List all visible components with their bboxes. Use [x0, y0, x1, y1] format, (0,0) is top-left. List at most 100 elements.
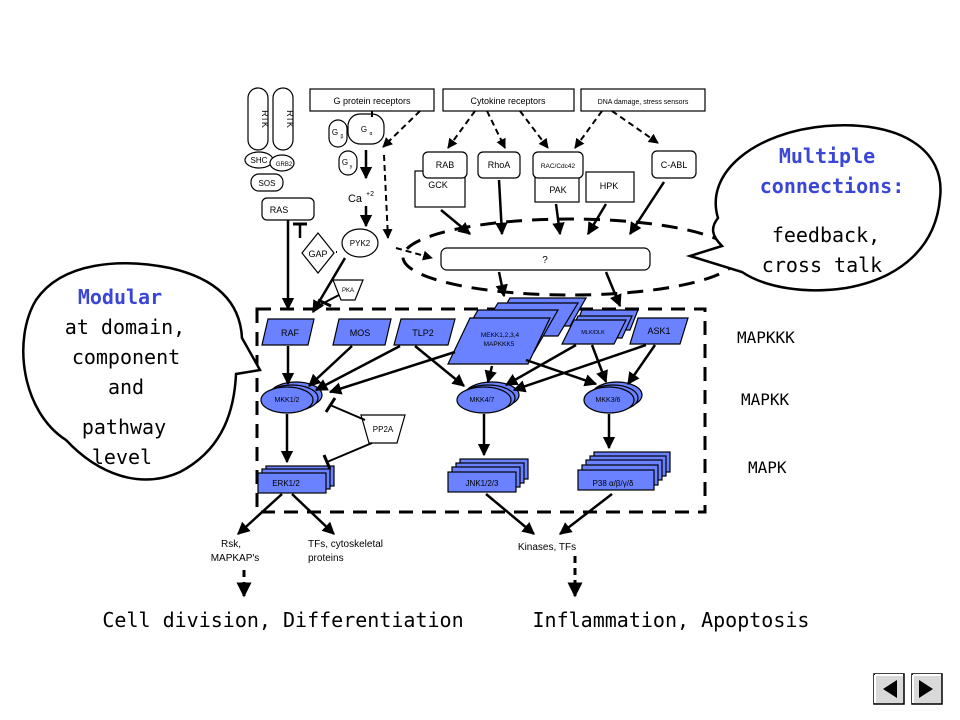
arrow-dna-cabl	[611, 110, 659, 144]
inhibit-pka-raf-bar	[317, 298, 332, 308]
modular-callout: Modular at domain, component and pathway…	[22, 262, 262, 481]
arrow-cabl-unknown	[628, 181, 666, 236]
arrow-cyto-rac	[519, 110, 549, 149]
ask1-label: ASK1	[647, 326, 670, 336]
rtk-receptor-2: RTK	[272, 87, 295, 151]
inhibit-pp2a-mkk12-bar	[324, 397, 337, 413]
inhibit-pp2a-erk	[326, 442, 373, 463]
multiple-connections-callout: Multiple connections: feedback, cross ta…	[685, 124, 942, 292]
arrow-pka-raf	[313, 294, 340, 309]
tier-label-mapk: MAPK	[748, 458, 787, 477]
rab-node: RAB	[422, 151, 468, 179]
multiple-connections-bubble	[685, 124, 942, 292]
mkk3-6-stack: MKK3/6	[583, 381, 643, 414]
mapk-module-box	[255, 307, 707, 514]
pp2a-label: PP2A	[373, 425, 394, 434]
cytokine-receptors-box: Cytokine receptors	[442, 88, 575, 112]
g-protein-receptors-label: G protein receptors	[333, 96, 411, 106]
previous-slide-button[interactable]	[873, 673, 905, 705]
arrow-hpk-unknown	[586, 203, 608, 236]
callout-level: level	[92, 445, 152, 469]
gck-label: GCK	[428, 180, 448, 190]
arrow-mekk-mkk47	[484, 365, 497, 384]
callout-pathway: pathway	[82, 415, 166, 439]
tlp2-label: TLP2	[412, 328, 434, 338]
rtk-label-1: RTK	[260, 110, 270, 128]
raf-kinase: RAF	[261, 318, 315, 346]
dna-damage-label: DNA damage, stress sensors	[598, 99, 689, 106]
tier-label-mapkkk: MAPKKK	[737, 328, 795, 347]
erk-label: ERK1/2	[272, 479, 300, 488]
modular-bubble	[22, 262, 262, 481]
grb2-label: GRB2	[276, 162, 293, 168]
rab-label: RAB	[436, 160, 455, 170]
arrow-ask1-mkk47	[512, 343, 647, 393]
rhoa-node: RhoA	[477, 151, 521, 179]
callout-and: and	[108, 375, 144, 399]
pp2a-phosphatase: PP2A	[360, 414, 406, 444]
inhibit-pp2a-erk-bar	[322, 454, 332, 470]
g-gamma-sub: γ	[350, 164, 353, 170]
output-rsk: Rsk,	[221, 539, 241, 550]
rhoa-label: RhoA	[488, 160, 511, 170]
sos-node: SOS	[250, 173, 284, 192]
mekk-kinase-stack: MEKK1,2,3,4 MAPKKK5	[447, 297, 588, 365]
mkk1-2-stack: MKK1/2	[260, 381, 323, 414]
dna-damage-sensors-box: DNA damage, stress sensors	[580, 88, 706, 112]
pyk2-node: PYK2	[341, 228, 379, 258]
mos-label: MOS	[350, 328, 371, 338]
next-slide-button[interactable]	[911, 673, 943, 705]
g-alpha-letter: G	[361, 125, 367, 134]
pak-label: PAK	[549, 185, 566, 195]
output-kinases-tfs: Kinases, TFs	[518, 542, 576, 553]
c-abl-node: C-ABL	[651, 150, 697, 179]
callout-component: component	[72, 345, 180, 369]
callout-modular: Modular	[78, 285, 162, 309]
arrow-pyk2-raf	[311, 257, 347, 314]
arrow-mekk-mkk36	[525, 358, 598, 387]
mkk47-label: MKK4/7	[470, 397, 495, 404]
arrow-ask1-mkk36	[626, 344, 657, 386]
g-gamma-subunit: G γ	[338, 150, 358, 176]
callout-multiple: Multiple	[779, 144, 875, 168]
mkk12-label: MKK1/2	[275, 397, 300, 404]
callout-feedback: feedback,	[772, 223, 880, 247]
raf-label: RAF	[281, 328, 300, 338]
mlk-dlk-kinase-stack: MLK/DLK	[561, 309, 639, 345]
ras-label: RAS	[270, 205, 289, 215]
output-proteins: proteins	[308, 553, 344, 564]
output-tfs: TFs, cytoskeletal	[308, 539, 383, 550]
ras-node: RAS	[261, 197, 315, 221]
callout-domain: at domain,	[65, 315, 185, 339]
arrow-mos-mkk12	[308, 345, 353, 387]
arrow-gck-unknown	[440, 209, 471, 235]
g-beta-subunit: G β	[328, 119, 348, 148]
callout-connections: connections:	[760, 174, 905, 198]
gap-label: GAP	[308, 249, 327, 259]
tier-label-mapkk: MAPKK	[741, 390, 790, 409]
arrow-erk-rsk	[237, 493, 283, 535]
phenotype-cell-division: Cell division, Differentiation	[102, 608, 463, 632]
calcium-charge: +2	[366, 191, 374, 198]
hpk-label: HPK	[600, 181, 619, 191]
cytokine-receptors-label: Cytokine receptors	[470, 96, 546, 106]
g-protein-receptors-box: G protein receptors	[309, 88, 435, 112]
arrow-unknown-mekk	[495, 271, 508, 298]
arrow-p38-kinases	[559, 493, 613, 535]
phenotype-inflammation: Inflammation, Apoptosis	[533, 608, 810, 632]
arrow-tlp2-mkk47	[414, 345, 465, 387]
unknown-node: ?	[440, 247, 651, 271]
grb2-node: GRB2	[269, 154, 295, 172]
arrow-mekk-mkk12	[328, 350, 456, 395]
gap-node: GAP	[301, 232, 335, 274]
pka-label: PKA	[342, 288, 354, 294]
rtk-receptor-1: RTK	[247, 87, 270, 151]
arrow-mlk-mkk36	[590, 344, 608, 384]
calcium-text: Ca	[348, 193, 363, 205]
p38-label: P38 α/β/γ/δ	[593, 479, 634, 488]
arrow-rhoa-unknown	[495, 179, 508, 236]
arrow-mlk-mkk47	[504, 343, 577, 387]
g-gamma-letter: G	[342, 158, 348, 167]
triangle-left-icon	[883, 680, 897, 698]
